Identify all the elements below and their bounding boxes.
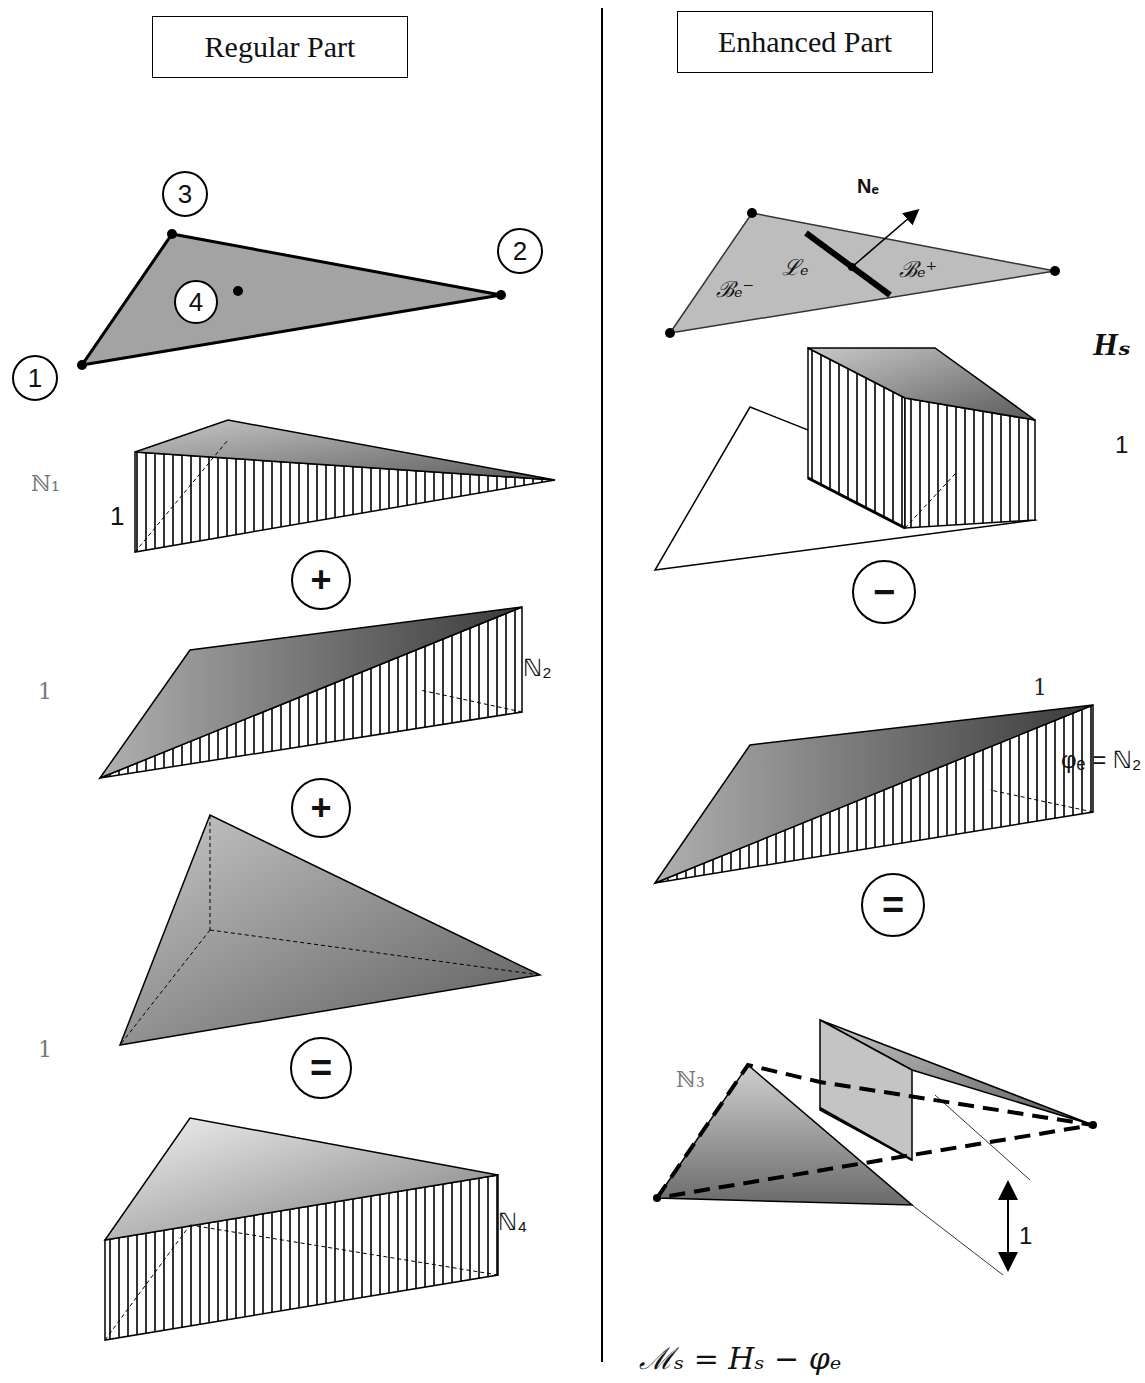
node-number-text: 4: [189, 289, 203, 315]
section-header-text: Enhanced Part: [718, 27, 892, 57]
dimension-label: φₑ = ℕ₂: [1061, 747, 1141, 773]
dimension-label: ℕ₂: [523, 655, 552, 681]
node-number: 2: [497, 228, 543, 274]
shape-function-label: 1: [38, 1038, 52, 1062]
operator-symbol-text: +: [310, 790, 331, 826]
section-header-text: Regular Part: [205, 32, 356, 62]
function-label: Hₛ: [1093, 327, 1131, 362]
operator-symbol: =: [290, 1037, 352, 1099]
operator-symbol: +: [291, 550, 351, 610]
domain-label: ℬₑ⁻: [716, 278, 754, 302]
normal-label: Nₑ: [857, 175, 879, 197]
node-number: 3: [162, 171, 208, 217]
formula-label: ℳₛ = Hₛ − φₑ: [639, 1342, 841, 1375]
section-header: Enhanced Part: [677, 11, 933, 73]
node-number-text: 1: [28, 365, 42, 391]
shape-function-label: ℕ₃: [676, 1068, 705, 1092]
node-number: 1: [12, 355, 58, 401]
domain-label: ℬₑ⁺: [899, 258, 937, 282]
operator-symbol-text: +: [310, 562, 331, 598]
operator-symbol: +: [291, 778, 351, 838]
operator-symbol-text: =: [310, 1049, 332, 1087]
function-label: 1: [1033, 676, 1047, 700]
dimension-label: ℕ₄: [498, 1209, 527, 1235]
dimension-label: 1: [110, 502, 124, 531]
node-number-text: 2: [513, 238, 527, 264]
shape-function-label: ℕ₁: [31, 472, 60, 496]
node-number: 4: [174, 280, 218, 324]
domain-label: ℒₑ: [782, 256, 809, 280]
operator-symbol-text: −: [873, 573, 895, 611]
dimension-label: 1: [1019, 1223, 1032, 1249]
operator-symbol-text: =: [882, 886, 904, 924]
dimension-label: 1: [1115, 432, 1128, 458]
operator-symbol: −: [852, 560, 916, 624]
node-number-text: 3: [178, 181, 192, 207]
shape-function-label: 1: [38, 680, 52, 704]
section-header: Regular Part: [152, 16, 408, 78]
operator-symbol: =: [861, 873, 925, 937]
